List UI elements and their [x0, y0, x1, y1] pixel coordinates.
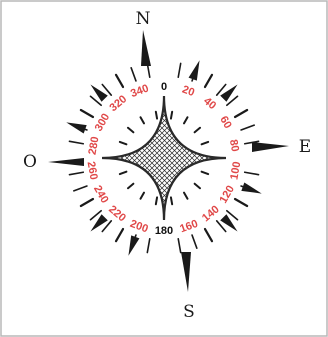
degree-label: 180 [155, 225, 173, 237]
inner-tick [156, 197, 157, 204]
degree-label: 0 [161, 81, 167, 93]
north-label: N [136, 9, 151, 29]
inner-tick [171, 197, 172, 204]
inner-tick [171, 112, 172, 119]
degree-label: 80 [227, 139, 241, 153]
west-label: O [23, 152, 37, 172]
east-label: E [299, 137, 311, 157]
south-label: S [183, 302, 195, 322]
inner-tick [156, 112, 157, 119]
